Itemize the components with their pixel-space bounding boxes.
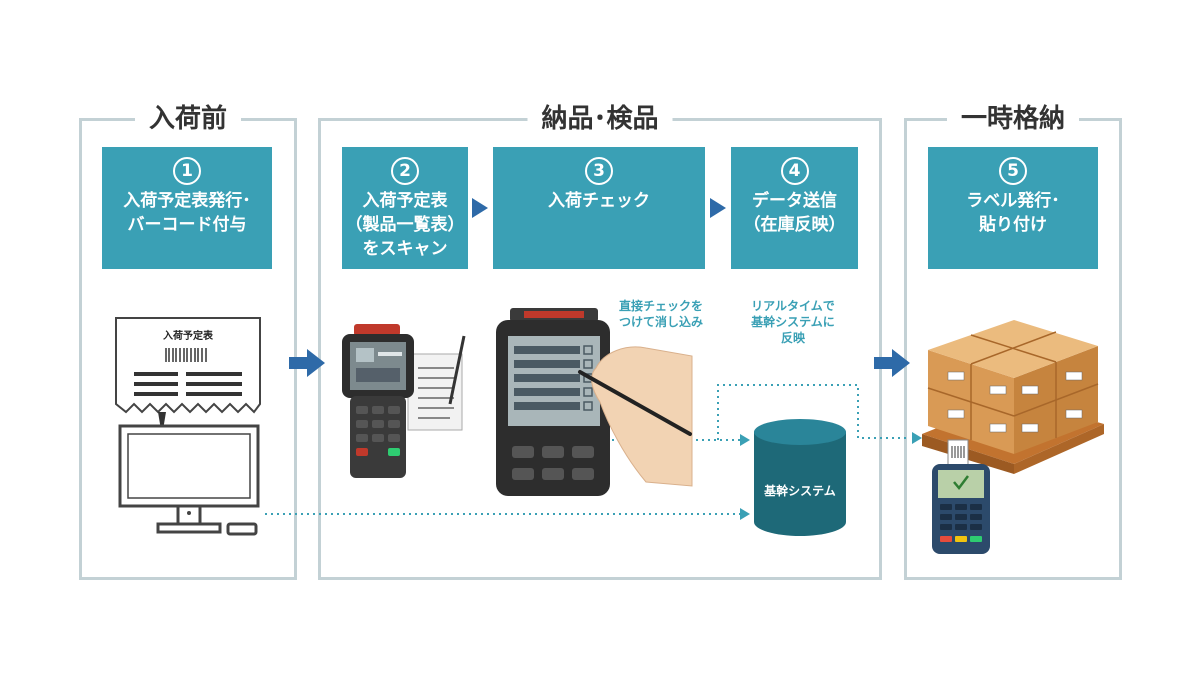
section-title-delivery-inspection: 納品･検品	[527, 102, 673, 136]
section-title-before-arrival: 入荷前	[134, 102, 242, 136]
step-arrow-2-3	[472, 198, 488, 218]
handheld-scanner-icon	[342, 324, 466, 478]
desktop-monitor-icon	[118, 424, 260, 536]
step-1-box: 1 入荷予定表発行･ バーコード付与	[102, 147, 272, 269]
step-1-number: 1	[173, 157, 201, 185]
step-5-box: 5 ラベル発行･ 貼り付け	[928, 147, 1098, 269]
inspection-scanner-icon	[496, 308, 693, 496]
step-2-label: 入荷予定表 （製品一覧表） をスキャン	[345, 191, 465, 259]
note-realtime: リアルタイムで 基幹システムに 反映	[751, 299, 835, 345]
section-temporary-storage: 一時格納	[904, 102, 1122, 580]
step-2-number: 2	[391, 157, 419, 185]
core-system-database-icon	[754, 419, 846, 536]
step-2-box: 2 入荷予定表 （製品一覧表） をスキャン	[342, 147, 468, 269]
schedule-document	[115, 317, 261, 436]
step-3-number: 3	[585, 157, 613, 185]
step-5-number: 5	[999, 157, 1027, 185]
step-1-label: 入荷予定表発行･ バーコード付与	[123, 191, 251, 235]
label-printer-icon	[932, 439, 990, 554]
step-4-number: 4	[780, 157, 809, 185]
section-title-temporary-storage: 一時格納	[946, 102, 1080, 136]
step-4-label: データ送信 （在庫反映）	[743, 191, 846, 235]
flow-arrow-section-1-2	[289, 349, 325, 377]
schedule-document-title: 入荷予定表	[163, 331, 213, 342]
section-delivery-inspection: 納品･検品	[318, 102, 882, 580]
step-3-label: 入荷チェック	[548, 191, 650, 211]
step-arrow-3-4	[710, 198, 726, 218]
step-4-box: 4 データ送信 （在庫反映）	[731, 147, 858, 269]
core-system-label: 基幹システム	[764, 484, 836, 498]
step-5-label: ラベル発行･ 貼り付け	[966, 191, 1060, 235]
note-direct-check: 直接チェックを つけて消し込み	[618, 299, 703, 329]
flow-arrow-section-2-3	[874, 349, 910, 377]
step-3-box: 3 入荷チェック	[493, 147, 705, 269]
section-before-arrival: 入荷前	[79, 102, 297, 580]
